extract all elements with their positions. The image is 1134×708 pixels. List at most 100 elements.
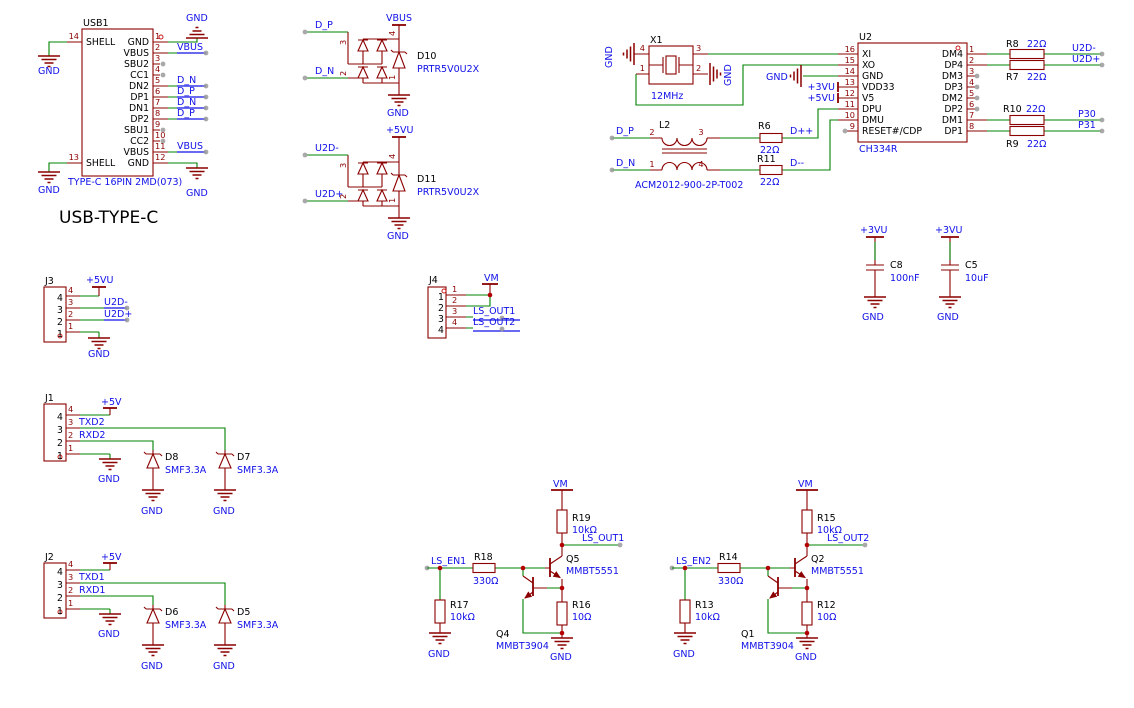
pin-number: 8 <box>155 108 160 118</box>
value-label: 10Ω <box>572 612 591 623</box>
value-label: 22Ω <box>1027 139 1046 150</box>
header-j2-uart1[interactable]: J2 +5V TXD1 RXD1 GND D6 SMF3.3A GND D5 S… <box>43 552 279 672</box>
pin-number: 14 <box>845 66 855 76</box>
pin-name: VDD33 <box>862 82 895 93</box>
value-label: PRTR5V0U2X <box>417 187 480 198</box>
pin-number: 10 <box>155 130 165 140</box>
ref-label: R16 <box>572 600 591 611</box>
pin-number: 1 <box>68 321 73 331</box>
pin-number: 8 <box>969 121 974 131</box>
pin-number: 7 <box>155 97 160 107</box>
gnd-label: GND <box>795 652 817 663</box>
pin-name: 1 <box>438 292 444 303</box>
choke-l2-series-resistors[interactable]: D_P D_N L2 ACM2012-900-2P-T002 2 3 1 4 R… <box>609 108 838 191</box>
symbol-graphics <box>669 489 868 650</box>
value-label: SMF3.3A <box>165 465 207 476</box>
pin1-marker <box>57 454 63 460</box>
esd-diode-d10[interactable]: VBUS D_P D_N GND D10 PRTR5V0U2X 3 2 4 1 <box>302 13 480 119</box>
pin-number: 4 <box>68 559 73 569</box>
net-port: D_P <box>177 86 195 97</box>
header-j3[interactable]: J3 +5VU U2D- U2D+ GND 4 3 2 1 4 3 2 1 <box>43 275 132 360</box>
driver-stage-2[interactable]: LS_EN2 R14 330Ω R13 10kΩ GND VM R15 10kΩ… <box>669 479 870 663</box>
pin-number: 15 <box>845 55 855 65</box>
pin-number: 1 <box>640 63 645 73</box>
net-port: U2D- <box>1072 43 1096 54</box>
pin-name: DM4 <box>942 49 963 60</box>
pin-number: 1 <box>68 443 73 453</box>
pin-number: 1 <box>649 159 654 169</box>
esd-diode-d11[interactable]: +5VU U2D- U2D+ GND D11 PRTR5V0U2X 3 2 4 … <box>302 125 480 242</box>
value-label: 22Ω <box>1027 39 1046 50</box>
value-label: MMBT3904 <box>496 641 549 652</box>
decoupling-caps[interactable]: +3VU +3VU C8 100nF C5 10uF GND GND <box>860 225 989 323</box>
ref-label: X1 <box>650 35 663 46</box>
pin-number: 2 <box>696 63 701 73</box>
ref-label: R10 <box>1003 104 1022 115</box>
power-flag: VM <box>484 273 499 284</box>
pin-name: 4 <box>438 325 444 336</box>
pin-number: 13 <box>69 152 79 162</box>
gnd-label: GND <box>428 649 450 660</box>
pin-number: 2 <box>338 194 348 199</box>
pin1-marker <box>57 333 63 339</box>
pin-number: 4 <box>640 43 645 53</box>
value-label: 330Ω <box>473 576 498 587</box>
power-flag: +5V <box>101 552 122 563</box>
net-port: D_N <box>315 66 334 77</box>
symbol-graphics <box>43 562 237 657</box>
pin-name: DP3 <box>944 82 963 93</box>
gnd-label: GND <box>766 72 788 83</box>
pin-number: 3 <box>155 53 160 63</box>
pin-number: 5 <box>155 75 160 85</box>
pin-name: 2 <box>57 317 63 328</box>
net-port: LS_OUT2 <box>473 317 515 328</box>
ref-label: Q5 <box>566 554 580 565</box>
pin-name: CC2 <box>130 136 149 147</box>
value-label: 22Ω <box>760 177 779 188</box>
pin-name: DMU <box>862 115 884 126</box>
ref-label: R7 <box>1006 72 1019 83</box>
ref-label: D5 <box>237 607 250 618</box>
net-port: VBUS <box>177 42 203 53</box>
net-label: RXD1 <box>79 585 105 596</box>
pin1-marker <box>158 34 164 40</box>
pin-number: 4 <box>387 154 397 159</box>
pin-name: SHELL <box>86 37 116 48</box>
usb1-connector[interactable]: USB1 TYPE-C 16PIN 2MD(073) 14 13 SHELL S… <box>37 13 209 199</box>
header-j4[interactable]: J4 VM LS_OUT1 LS_OUT2 1 2 3 4 1 2 3 4 <box>427 273 520 339</box>
gnd-label: GND <box>38 185 60 196</box>
pin-number: 3 <box>969 66 974 76</box>
value-label: MMBT3904 <box>741 641 794 652</box>
value-label: SMF3.3A <box>165 620 207 631</box>
symbol-graphics <box>789 42 987 143</box>
pin-number: 2 <box>68 430 73 440</box>
header-j1-uart2[interactable]: J1 +5V TXD2 RXD2 GND D8 SMF3.3A GND D7 S… <box>43 393 279 517</box>
pin-number: 3 <box>68 297 73 307</box>
pin-number: 2 <box>649 127 654 137</box>
pin-number: 2 <box>155 42 160 52</box>
pin-number: 3 <box>696 43 701 53</box>
driver-stage-1[interactable]: LS_EN1 R18 330Ω R17 10kΩ GND VM R19 10kΩ… <box>424 479 625 663</box>
pin-name: 3 <box>57 580 63 591</box>
ic-u2-ch334r[interactable]: U2 CH334R GND +3VU +5VU 16 15 14 13 12 1… <box>766 32 987 155</box>
net-port: U2D- <box>104 297 128 308</box>
pin-name: 1 <box>57 451 63 462</box>
pin-number: 9 <box>850 121 855 131</box>
pin-name: 4 <box>57 567 63 578</box>
gnd-label: GND <box>38 66 60 77</box>
ref-label: R12 <box>817 600 836 611</box>
pin-name: VBUS <box>124 48 150 59</box>
ref-label: R19 <box>572 513 591 524</box>
pin-name: 1 <box>57 329 63 340</box>
pin-number: 3 <box>68 572 73 582</box>
ref-label: J1 <box>44 393 54 404</box>
ref-label: U2 <box>859 32 872 43</box>
crystal-x1[interactable]: X1 12MHz GND GND 4 3 1 2 <box>604 35 838 106</box>
output-series-resistors[interactable]: R8 22Ω U2D- R7 22Ω U2D+ R10 22Ω P30 R9 2… <box>987 39 1105 150</box>
pin-number: 2 <box>68 585 73 595</box>
gnd-label: GND <box>186 13 208 24</box>
net-port: U2D- <box>315 143 339 154</box>
pin-name: 3 <box>57 305 63 316</box>
symbol-graphics <box>302 136 411 230</box>
